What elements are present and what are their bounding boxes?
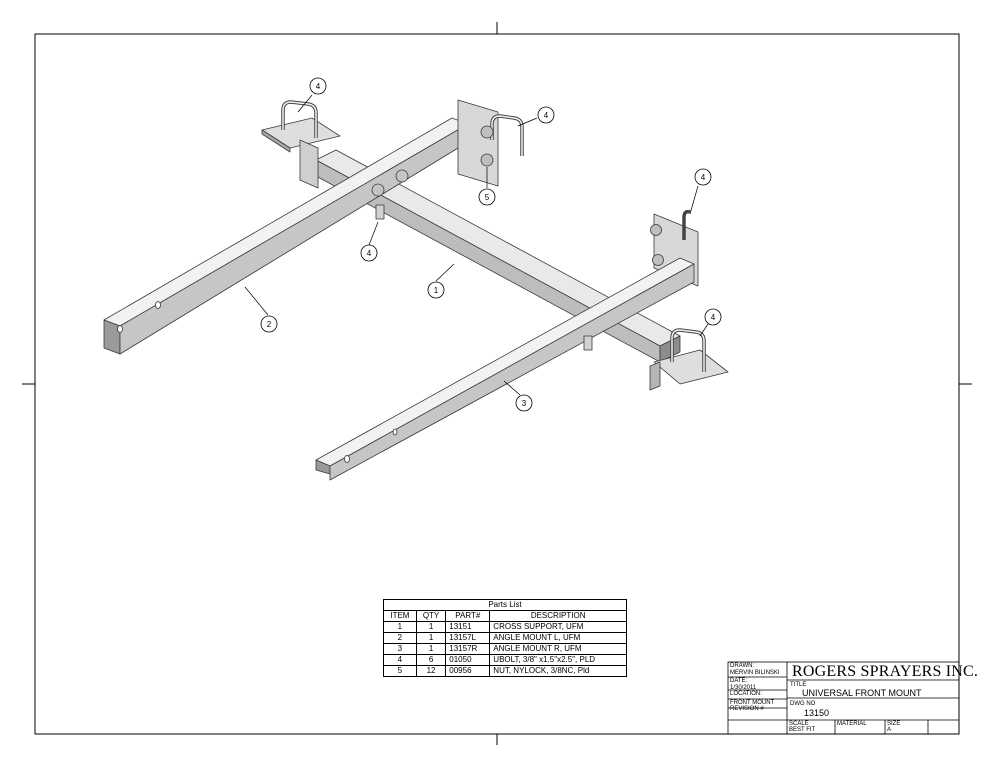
balloon-1: 1 [427,281,445,299]
cross-support [315,149,681,363]
part-cell: 13157L [445,632,491,644]
material-label: MATERIAL [837,721,867,727]
drawn-label: DRAWN: [730,663,755,669]
drawn-value: MERVIN BILINSKI [730,670,780,676]
item-cell: 5 [383,665,417,677]
svg-text:3: 3 [522,399,527,408]
balloon-4-top-right: 4 [537,106,555,124]
part-cell: 00956 [445,665,491,677]
part-cell: 13157R [445,643,491,655]
parts-list-table: Parts List ITEM QTY PART# DESCRIPTION 1 … [383,599,627,677]
item-cell: 1 [383,621,417,633]
parts-list-row: 4 6 01050 UBOLT, 3/8" x1.5"x2.5", PLD [383,654,627,666]
description-cell: CROSS SUPPORT, UFM [489,621,627,633]
header-description: DESCRIPTION [489,610,627,622]
header-part: PART# [445,610,491,622]
part-cell: 01050 [445,654,491,666]
svg-text:4: 4 [316,82,321,91]
qty-cell: 1 [415,621,447,633]
date-value: 1/30/2011 [730,685,757,691]
parts-list-title: Parts List [383,599,627,611]
balloon-2: 2 [260,315,278,333]
title-label: TITLE [790,682,807,688]
mount-plate-top-left [261,100,341,189]
balloon-4-mid-right: 4 [694,168,712,186]
mount-plate-bottom-right [649,328,729,391]
nut-center-1 [371,183,385,197]
description-cell: UBOLT, 3/8" x1.5"x2.5", PLD [489,654,627,666]
header-qty: QTY [415,610,447,622]
qty-cell: 1 [415,643,447,655]
description-cell: ANGLE MOUNT R, UFM [489,643,627,655]
revision-label: REVISION # [730,706,764,712]
parts-list-title-row: Parts List [383,599,627,611]
parts-list-row: 3 1 13157R ANGLE MOUNT R, UFM [383,643,627,655]
svg-text:4: 4 [711,313,716,322]
size-value: A [887,727,892,733]
qty-cell: 6 [415,654,447,666]
svg-text:4: 4 [367,249,372,258]
parts-list-header-row: ITEM QTY PART# DESCRIPTION [383,610,627,622]
parts-list-row: 1 1 13151 CROSS SUPPORT, UFM [383,621,627,633]
size-label: SIZE [887,721,901,727]
item-cell: 4 [383,654,417,666]
u-bolt-stub-center [375,204,385,220]
parts-list-row: 5 12 00956 NUT, NYLOCK, 3/8NC, Pld [383,665,627,677]
balloon-5: 5 [478,188,496,206]
balloons: 4 4 5 4 4 1 2 3 [260,77,722,412]
company-name: ROGERS SPRAYERS INC. [792,663,979,680]
qty-cell: 12 [415,665,447,677]
description-cell: NUT, NYLOCK, 3/8NC, Pld [489,665,627,677]
location-value: FRONT MOUNT [730,700,775,706]
item-cell: 3 [383,643,417,655]
mount-plate-top-right [457,99,524,187]
part-cell: 13151 [445,621,491,633]
location-label: LOCATION: [730,691,762,697]
dwg-value: 13150 [804,708,830,718]
title-block: DRAWN: MERVIN BILINSKI DATE: 1/30/2011 L… [728,662,978,734]
scale-value: BEST FIT [789,727,816,733]
angle-mount-right [315,257,695,481]
title-value: UNIVERSAL FRONT MOUNT [802,688,922,698]
svg-text:2: 2 [267,320,272,329]
balloon-4-center: 4 [360,244,378,262]
parts-list-row: 2 1 13157L ANGLE MOUNT L, UFM [383,632,627,644]
header-item: ITEM [383,610,417,622]
balloon-3: 3 [515,394,533,412]
balloon-4-top-left: 4 [309,77,327,95]
angle-mount-left [103,117,469,355]
assembly-drawing [103,99,729,481]
nut-center-2 [395,169,409,183]
description-cell: ANGLE MOUNT L, UFM [489,632,627,644]
item-cell: 2 [383,632,417,644]
balloon-4-bottom-right: 4 [704,308,722,326]
svg-text:4: 4 [701,173,706,182]
svg-text:4: 4 [544,111,549,120]
svg-text:5: 5 [485,193,490,202]
leader-lines [244,94,709,396]
u-bolt-stub-lower [583,335,593,351]
scale-label: SCALE [789,721,809,727]
dwg-label: DWG NO [790,701,816,707]
qty-cell: 1 [415,632,447,644]
svg-text:1: 1 [434,286,439,295]
title-block-frame [727,661,960,735]
date-label: DATE: [730,678,748,684]
